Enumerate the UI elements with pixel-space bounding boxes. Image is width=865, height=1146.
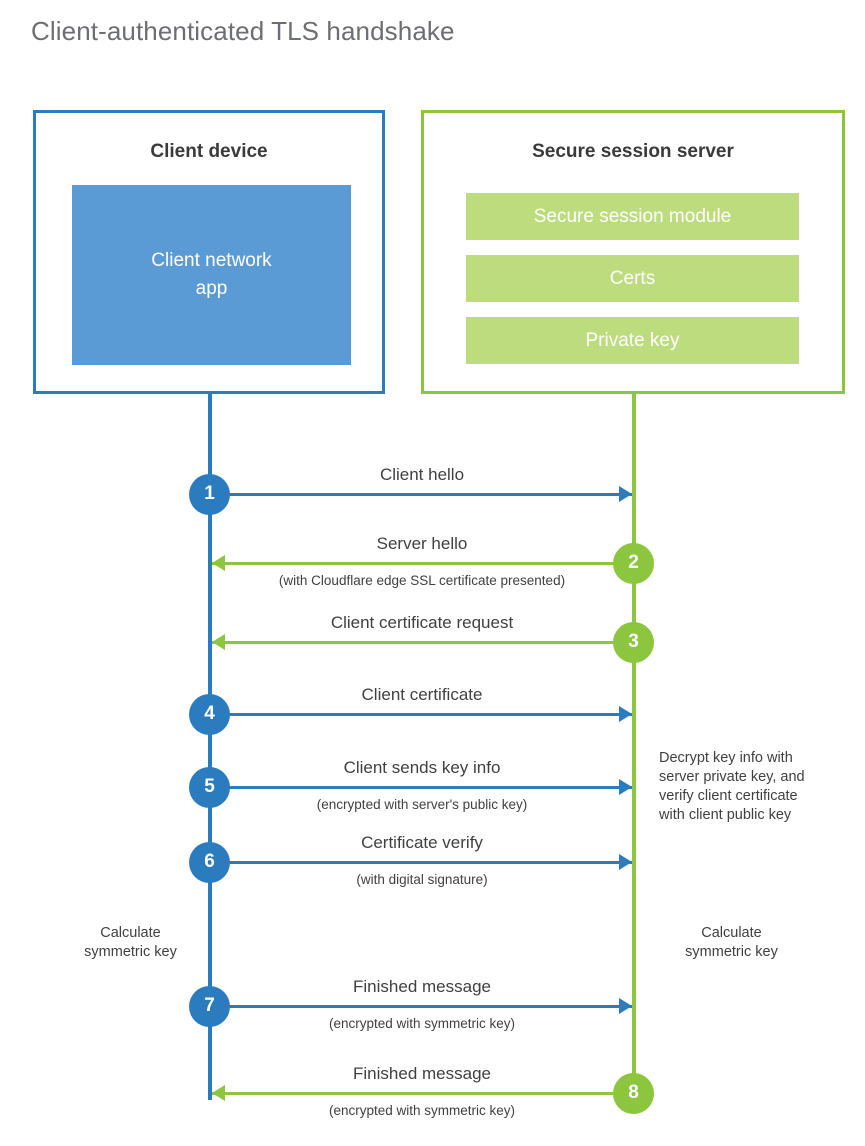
step-label-8: Finished message <box>353 1064 491 1083</box>
arrow-line-step-8 <box>212 1091 632 1095</box>
arrow-head-step-4 <box>619 706 632 722</box>
step-label-2: Server hello <box>376 534 468 553</box>
step-sublabel-6: (with digital signature) <box>356 872 488 887</box>
server-component-certs: Certs <box>466 255 799 302</box>
arrow-line-step-2 <box>212 561 632 565</box>
arrow-head-step-2 <box>212 555 225 571</box>
step-circle-8[interactable]: 8 <box>613 1072 654 1114</box>
arrow-line-step-6 <box>212 860 632 864</box>
step-circle-1[interactable]: 1 <box>189 473 230 515</box>
step-label-4: Client certificate <box>361 685 483 704</box>
step-circle-3[interactable]: 3 <box>613 621 654 663</box>
client-device-title: Client device <box>150 141 268 162</box>
arrow-line-step-4 <box>212 712 632 716</box>
step-label-5: Client sends key info <box>343 758 501 777</box>
step-sublabel-5: (encrypted with server's public key) <box>316 797 528 812</box>
step-sublabel-2: (with Cloudflare edge SSL certificate pr… <box>278 573 566 588</box>
arrow-line-step-7 <box>212 1004 632 1008</box>
arrow-head-step-5 <box>619 779 632 795</box>
step-circle-7[interactable]: 7 <box>189 985 230 1027</box>
step-label-7: Finished message <box>353 977 491 996</box>
arrow-line-step-1 <box>212 492 632 496</box>
server-component-secure-session-module: Secure session module <box>466 193 799 240</box>
arrow-line-step-5 <box>212 785 632 789</box>
arrow-head-step-7 <box>619 998 632 1014</box>
step-circle-5[interactable]: 5 <box>189 766 230 808</box>
arrow-head-step-6 <box>619 854 632 870</box>
step-label-6: Certificate verify <box>361 833 483 852</box>
step-label-3: Client certificate request <box>330 613 514 632</box>
step-label-1: Client hello <box>379 465 465 484</box>
arrow-head-step-8 <box>212 1085 225 1101</box>
arrow-head-step-1 <box>619 486 632 502</box>
arrow-head-step-3 <box>212 634 225 650</box>
secure-session-server-box: Secure session server Secure session mod… <box>421 110 845 394</box>
page-title: Client-authenticated TLS handshake <box>31 16 455 46</box>
server-component-private-key: Private key <box>466 317 799 364</box>
step-circle-6[interactable]: 6 <box>189 841 230 883</box>
client-lifeline <box>208 394 212 1100</box>
step-circle-2[interactable]: 2 <box>613 542 654 584</box>
server-lifeline <box>632 394 636 1093</box>
step-sublabel-7: (encrypted with symmetric key) <box>328 1016 516 1031</box>
step-sublabel-8: (encrypted with symmetric key) <box>328 1103 516 1118</box>
arrow-line-step-3 <box>212 640 632 644</box>
secure-session-server-title: Secure session server <box>532 141 734 162</box>
step-circle-4[interactable]: 4 <box>189 693 230 735</box>
